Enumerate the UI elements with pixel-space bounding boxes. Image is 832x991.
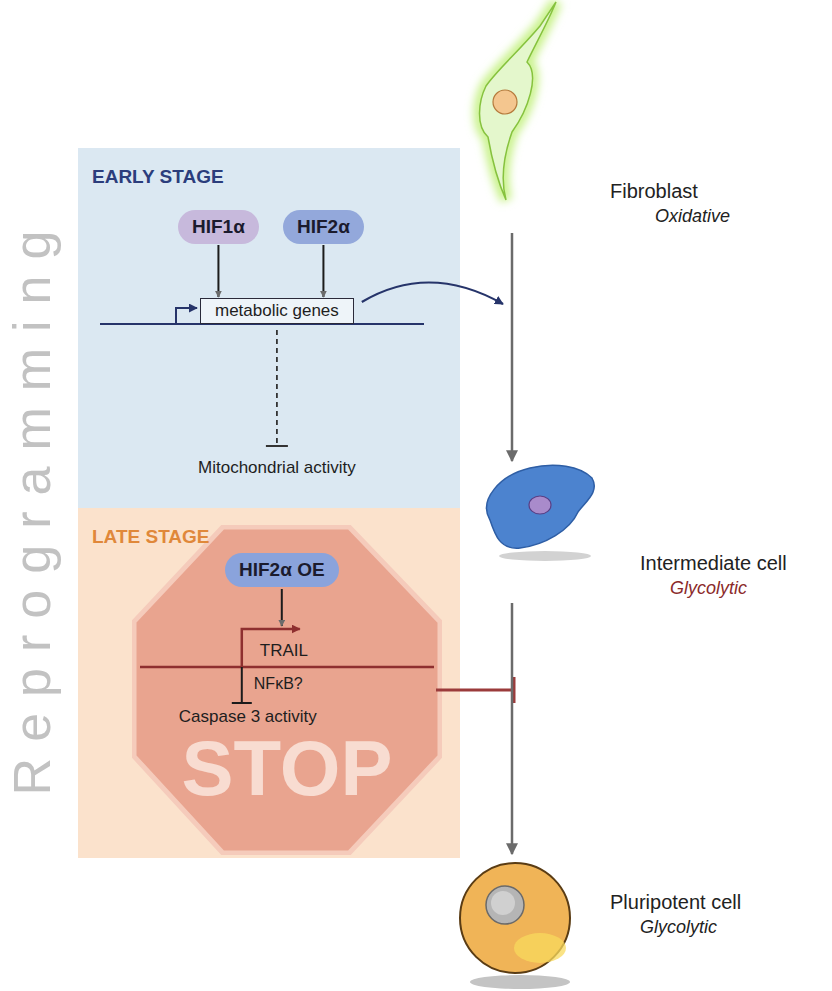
- cell-name: Intermediate cell: [640, 552, 787, 575]
- gene-box: metabolic genes: [200, 298, 354, 324]
- factor-name: HIF1α: [192, 216, 245, 238]
- process-title: Reprogramming: [2, 215, 62, 796]
- gene-line: [140, 666, 434, 669]
- stage-panel: EARLY STAGE HIF1α HIF2α metabolic genesMito…: [78, 148, 460, 508]
- pathway-label: NFκB?: [254, 675, 303, 693]
- inhibition-bar: [232, 702, 252, 704]
- flow-arrow: [217, 245, 219, 297]
- flow-arrow: [511, 233, 514, 461]
- pluripotent-cell: [460, 863, 570, 989]
- gene-label: TRAIL: [260, 641, 308, 661]
- cell-node: Pluripotent cellGlycolytic: [455, 855, 827, 991]
- metabolic-state: Glycolytic: [640, 917, 717, 938]
- fibroblast-cell: [480, 2, 557, 200]
- gene-name: metabolic genes: [215, 301, 339, 321]
- effect-label: Caspase 3 activity: [179, 707, 317, 727]
- factor-name: HIF2α: [297, 216, 350, 238]
- stop-octagon: STOP HIF2α OE TRAIL NFκB? Caspase 3 activity: [132, 525, 442, 855]
- stage-panel: LATE STAGE STOP HIF2α OE TRAIL NFκB? Caspase …: [78, 508, 460, 858]
- stage-heading: EARLY STAGE: [92, 166, 224, 188]
- activation-arrow: [281, 589, 283, 626]
- inhibition-bar: [266, 445, 288, 447]
- factor-pill: HIF2α: [283, 210, 364, 244]
- block-line: [436, 689, 513, 692]
- cell-name: Fibroblast: [610, 180, 698, 203]
- stage-heading: LATE STAGE: [92, 526, 210, 548]
- effect-label: Mitochondrial activity: [198, 458, 356, 478]
- factor-pill: HIF1α: [178, 210, 259, 244]
- factor-name: HIF2α OE: [239, 559, 325, 581]
- intermediate-cell: [487, 465, 595, 561]
- flow-arrow: [511, 603, 514, 854]
- metabolic-state: Glycolytic: [670, 578, 747, 599]
- flow-arrow: [322, 245, 324, 297]
- cell-node: Intermediate cellGlycolytic: [455, 462, 827, 602]
- inhibition-line: [241, 667, 243, 703]
- cell-node: FibroblastOxidative: [455, 0, 827, 232]
- factor-pill: HIF2α OE: [225, 553, 339, 587]
- stop-word: STOP: [132, 729, 442, 807]
- metabolic-state: Oxidative: [655, 206, 730, 227]
- cell-name: Pluripotent cell: [610, 891, 741, 914]
